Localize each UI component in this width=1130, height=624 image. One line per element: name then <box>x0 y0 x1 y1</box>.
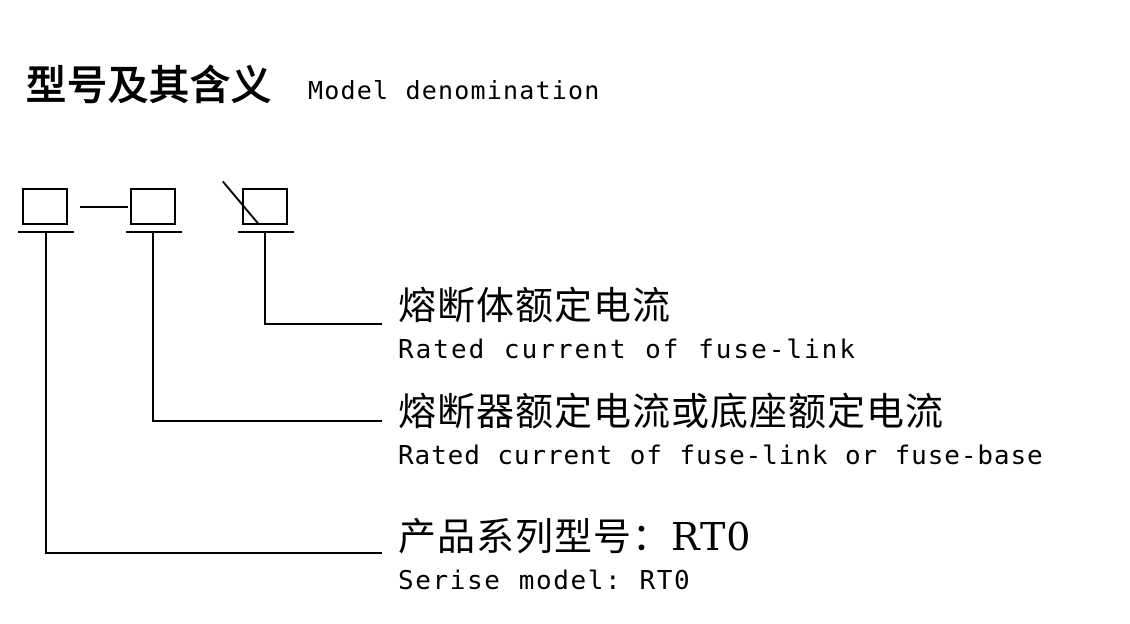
annotation-fuse-base-chinese: 熔断器额定电流或底座额定电流 <box>398 390 945 434</box>
annotation-fuse-link-english: Rated current of fuse-link <box>398 335 857 365</box>
annotation-series-model-chinese: 产品系列型号：RT0 <box>398 515 752 559</box>
leader-line-fuse-base-horizontal <box>152 420 382 422</box>
fuse-link-rated-current-box <box>242 188 288 225</box>
leader-line-series-vertical <box>45 231 47 552</box>
annotation-fuse-base-rated-current: 熔断器额定电流或底座额定电流 Rated current of fuse-lin… <box>398 393 1044 469</box>
leader-line-series-horizontal <box>45 552 382 554</box>
annotation-series-model: 产品系列型号：RT0 Serise model: RT0 <box>398 518 751 594</box>
fuse-rated-current-box <box>130 188 176 225</box>
annotation-fuse-base-english: Rated current of fuse-link or fuse-base <box>398 441 1044 471</box>
dash-separator-icon <box>80 206 128 208</box>
leader-line-fuse-link-horizontal <box>264 323 382 325</box>
annotation-fuse-link-chinese: 熔断体额定电流 <box>398 284 672 328</box>
page-title: 型号及其含义 Model denomination <box>26 66 601 106</box>
annotation-fuse-link-rated-current: 熔断体额定电流 Rated current of fuse-link <box>398 287 857 363</box>
leader-line-fuse-base-vertical <box>152 231 154 420</box>
leader-line-fuse-link-vertical <box>264 231 266 323</box>
page-title-english: Model denomination <box>308 76 601 105</box>
series-code-box <box>22 188 68 225</box>
fuse-link-rated-current-box-underline <box>238 231 294 233</box>
fuse-rated-current-box-underline <box>126 231 182 233</box>
page-title-chinese: 型号及其含义 <box>26 63 272 109</box>
annotation-series-model-english: Serise model: RT0 <box>398 566 692 596</box>
